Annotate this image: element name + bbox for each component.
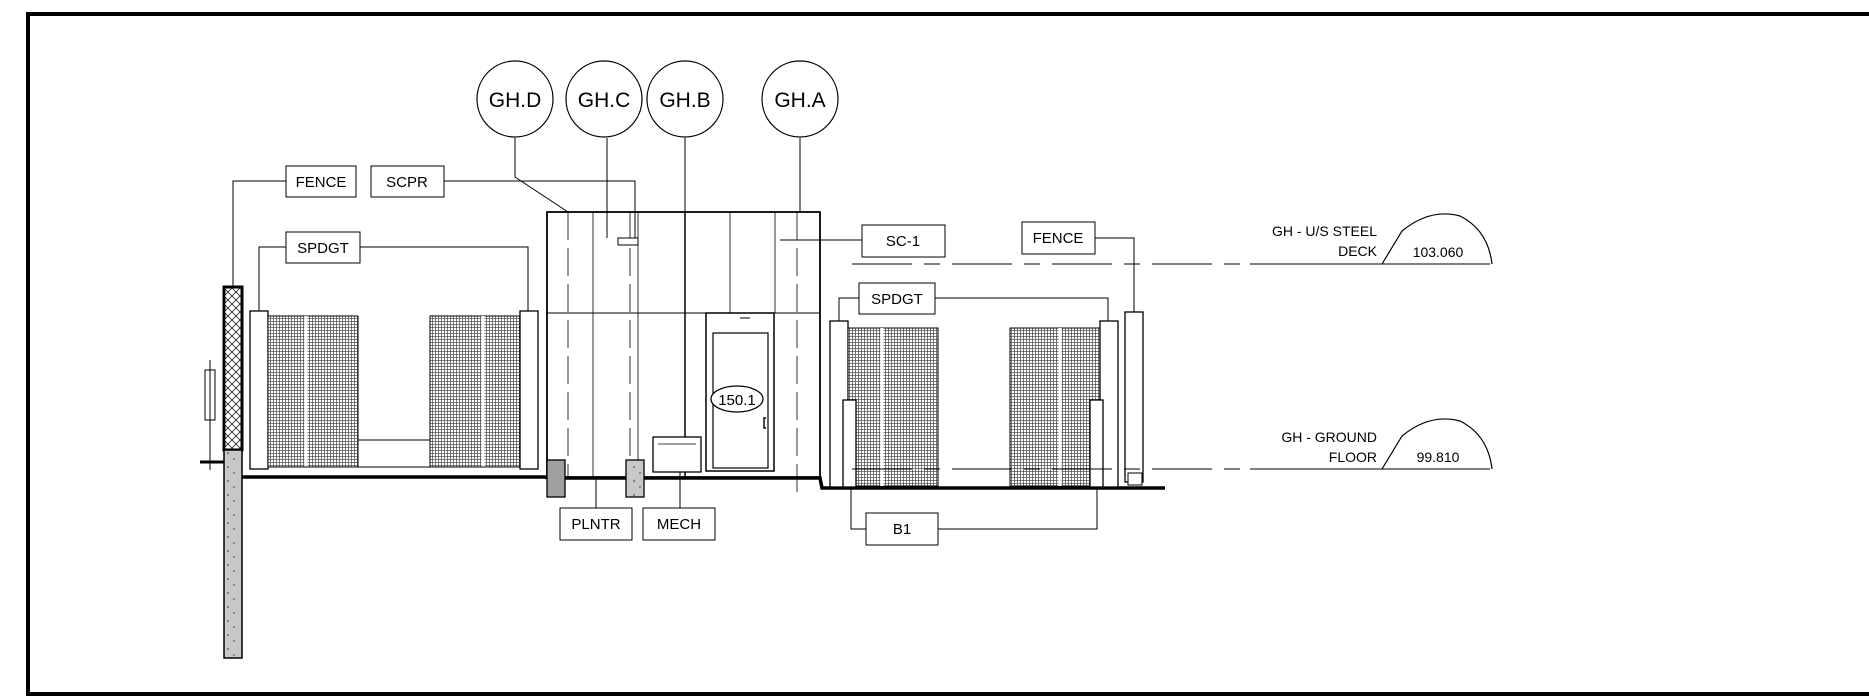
tag-label: SCPR [386, 174, 428, 191]
tag-spdgt-left: SPDGT [285, 231, 361, 264]
door-tag: 150.1 [710, 385, 764, 413]
grid-label: GH.C [578, 89, 631, 112]
grid-label: GH.A [774, 89, 825, 112]
screen-panels-right [829, 311, 1144, 488]
level-name-line2: DECK [1338, 243, 1378, 259]
sheet-border [26, 12, 1869, 696]
grid-marker-gh-d: GH.D [476, 60, 554, 138]
tag-label: PLNTR [571, 516, 620, 533]
tag-b1: B1 [865, 512, 939, 546]
tag-label: MECH [657, 516, 701, 533]
tag-label: FENCE [296, 174, 347, 191]
tag-spdgt-right: SPDGT [858, 282, 936, 315]
tag-fence-left: FENCE [285, 165, 357, 198]
grid-label: GH.D [489, 89, 542, 112]
tag-plntr: PLNTR [559, 507, 633, 541]
screen-panels-left [249, 310, 539, 470]
tag-label: B1 [893, 521, 911, 538]
planter-left [546, 459, 566, 498]
tag-mech: MECH [642, 507, 716, 541]
level-marker-steel-deck: GH - U/S STEEL DECK 103.060 [1250, 213, 1493, 265]
planter-right [625, 459, 645, 498]
level-name-line2: FLOOR [1329, 449, 1377, 465]
tag-label: SC-1 [886, 233, 920, 250]
door-tag-label: 150.1 [718, 392, 756, 409]
level-name-line1: GH - U/S STEEL [1272, 223, 1377, 239]
level-name-line1: GH - GROUND [1281, 429, 1377, 445]
central-building [546, 211, 821, 498]
tag-sc-1: SC-1 [861, 224, 946, 258]
leader-lines [232, 138, 1135, 530]
tag-label: SPDGT [297, 240, 349, 257]
grid-label: GH.B [659, 89, 710, 112]
tag-label: FENCE [1033, 230, 1084, 247]
grid-marker-gh-c: GH.C [565, 60, 643, 138]
tag-scpr: SCPR [370, 165, 445, 198]
grid-marker-gh-b: GH.B [646, 60, 724, 138]
tag-fence-right: FENCE [1021, 221, 1096, 255]
ground-line [242, 475, 1165, 490]
grid-marker-gh-a: GH.A [761, 60, 839, 138]
left-wall [200, 285, 244, 659]
level-elevation: 99.810 [1417, 449, 1460, 465]
mech-unit [652, 436, 702, 473]
level-elevation: 103.060 [1413, 244, 1464, 260]
tag-label: SPDGT [871, 291, 923, 308]
level-marker-ground-floor: GH - GROUND FLOOR 99.810 [1250, 418, 1493, 470]
